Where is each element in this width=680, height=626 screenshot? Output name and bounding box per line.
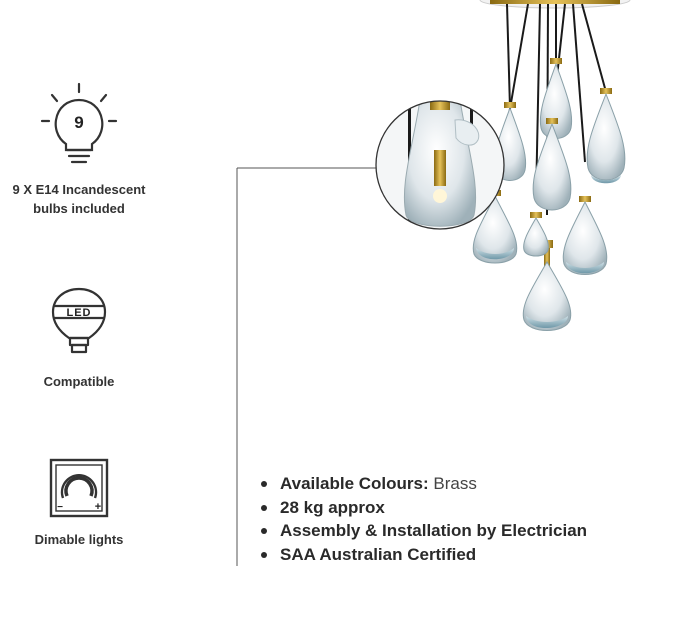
glass-drop <box>532 118 572 211</box>
bulb-number-icon: 9 <box>40 82 118 164</box>
dimmer-caption: Dimable lights <box>34 532 124 547</box>
led-bulb-icon: LED <box>51 287 107 354</box>
dimmer-icon: − + <box>49 458 109 518</box>
spec-certification-label: SAA Australian Certified <box>280 544 477 564</box>
glass-drop <box>562 196 608 275</box>
spec-item-installation: Assembly & Installation by Electrician <box>260 519 587 543</box>
glass-drop <box>539 58 573 139</box>
bulbs-caption: 9 X E14 Incandescent bulbs included <box>6 180 152 218</box>
spec-list: Available Colours: Brass 28 kg approx As… <box>260 472 587 566</box>
zoom-detail <box>375 100 505 230</box>
spec-installation-label: Assembly & Installation by Electrician <box>280 521 588 540</box>
plus-icon: + <box>95 501 101 513</box>
chandelier-image <box>375 0 631 331</box>
spec-item-weight: 28 kg approx <box>260 496 587 520</box>
spec-weight-label: 28 kg approx <box>280 497 385 517</box>
feature-dimmer: − + Dimable lights <box>6 458 152 549</box>
spec-colours-value: Brass <box>433 474 477 493</box>
bulbs-caption-line2: bulbs included <box>33 201 125 216</box>
spec-item-colours: Available Colours: Brass <box>260 472 587 496</box>
spec-item-certification: SAA Australian Certified <box>260 543 587 567</box>
led-label-text: LED <box>67 307 92 319</box>
feature-bulbs: 9 9 X E14 Incandescent bulbs included <box>6 82 152 218</box>
minus-icon: − <box>57 502 63 513</box>
glass-drop <box>523 212 549 257</box>
bulbs-caption-line1: 9 X E14 Incandescent <box>12 182 146 197</box>
spec-colours-label: Available Colours: <box>280 474 429 493</box>
led-caption: Compatible <box>43 374 115 389</box>
feature-led: LED Compatible <box>6 286 152 391</box>
bulb-count-text: 9 <box>74 113 83 132</box>
glass-drop <box>586 88 626 184</box>
